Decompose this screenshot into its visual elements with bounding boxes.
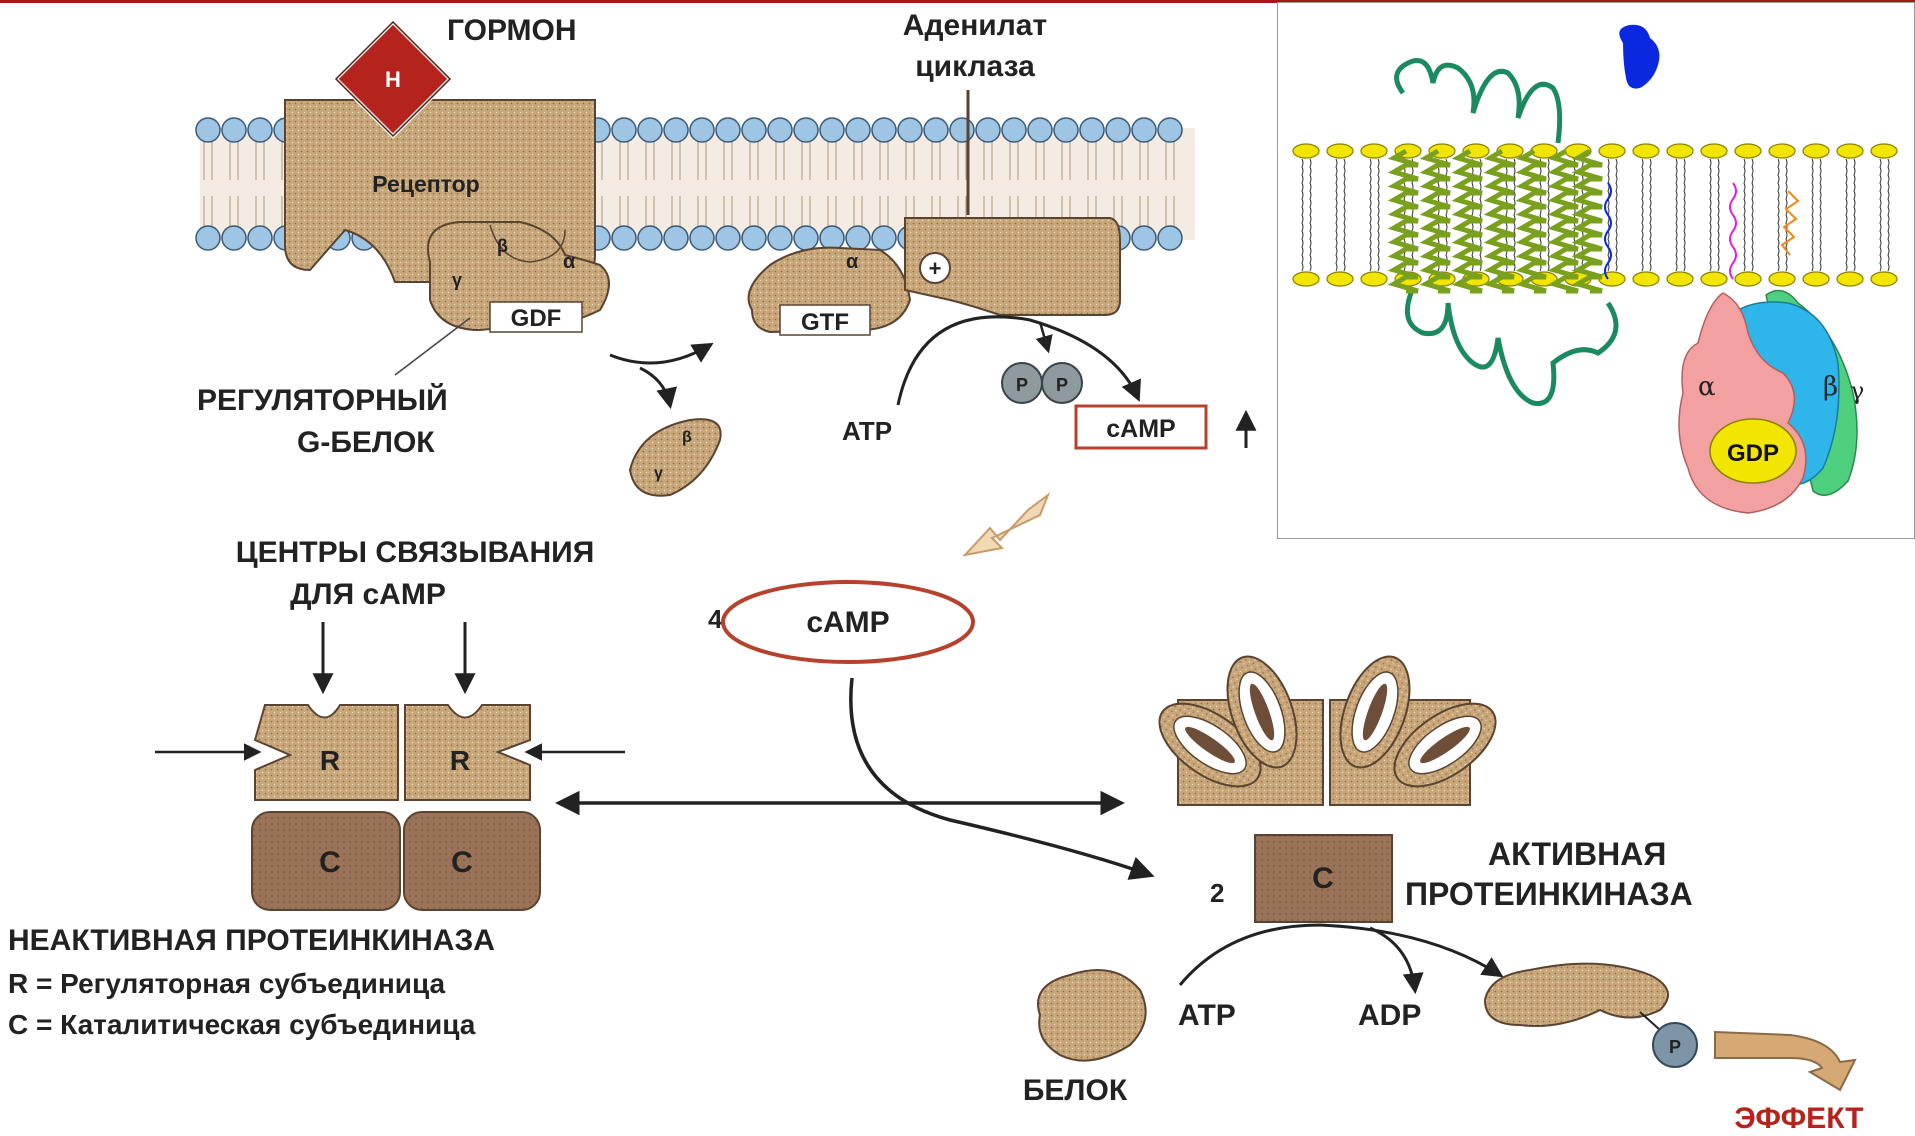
active-pk-label-1: АКТИВНАЯ <box>1488 836 1666 872</box>
gprotein-pointer-line <box>395 318 470 375</box>
c-label-left: C <box>319 846 341 879</box>
anchor-orange <box>1782 191 1798 255</box>
transmembrane-helices <box>1394 151 1602 291</box>
protein-label: БЕЛОК <box>1023 1074 1128 1107</box>
atp-bottom-label: ATP <box>1178 999 1236 1032</box>
atp-top-label: ATP <box>842 416 892 446</box>
anchor-magenta <box>1730 183 1736 279</box>
hormone-label: ГОРМОН <box>447 14 577 47</box>
camp-count: 4 <box>708 604 723 634</box>
gtf-label: GTF <box>801 309 849 336</box>
regulatory-protein-label-1: РЕГУЛЯТОРНЫЙ <box>197 383 448 417</box>
binding-centers-label-1: ЦЕНТРЫ СВЯЗЫВАНИЯ <box>236 536 595 569</box>
inset-beta-label: β <box>1823 372 1838 402</box>
r-label-left: R <box>320 745 340 776</box>
inset-alpha-label: α <box>1698 372 1716 402</box>
effect-arrow <box>1715 1032 1855 1090</box>
p-effect-label: P <box>1669 1037 1681 1057</box>
plus-sign: + <box>929 256 942 281</box>
r-label-right: R <box>450 745 470 776</box>
regulatory-dimer-with-camp <box>1145 647 1509 805</box>
extracellular-loops <box>1397 61 1560 144</box>
pyrophosphate: P P <box>1002 363 1082 403</box>
inactive-pk-label: НЕАКТИВНАЯ ПРОТЕИНКИНАЗА <box>8 924 495 957</box>
regulatory-protein-label-2: G-БЕЛОК <box>297 426 435 459</box>
p-label-2: P <box>1056 375 1068 395</box>
hollow-arrow <box>965 495 1048 555</box>
p-label-1: P <box>1016 375 1028 395</box>
substrate-protein <box>1038 970 1146 1061</box>
inset-gamma-label: γ <box>1850 377 1864 405</box>
adenylate-label-1: Аденилат <box>903 9 1047 42</box>
camp-activation-arrow <box>851 678 1150 875</box>
ligand <box>1619 25 1659 89</box>
legend-c: C = Каталитическая субъединица <box>8 1009 476 1040</box>
inactive-protein-kinase: R R C C <box>252 705 540 910</box>
gdf-label: GDF <box>511 305 562 332</box>
camp-oval-label: cAMP <box>806 606 889 639</box>
phosphorylation-arrow <box>1180 925 1500 985</box>
g-alpha-active: GTF α <box>749 248 910 336</box>
gdp-label: GDP <box>1727 440 1779 467</box>
beta-label: β <box>497 236 508 256</box>
receptor-label: Рецептор <box>372 171 479 197</box>
dissociation-arrow-right <box>610 345 710 363</box>
gpcr-inset-panel: GDP α β γ <box>1277 2 1915 539</box>
c-label-right: C <box>451 846 473 879</box>
gamma-free-label: γ <box>654 465 663 482</box>
c-count: 2 <box>1210 878 1224 908</box>
beta-gamma-subunit: β γ <box>630 419 721 496</box>
effect-label: ЭФФЕКТ <box>1734 1102 1863 1135</box>
c-active-label: C <box>1312 862 1334 895</box>
gamma-label: γ <box>452 270 462 290</box>
intracellular-loops <box>1407 288 1616 404</box>
phosphorylated-protein <box>1485 964 1668 1026</box>
active-pk-label-2: ПРОТЕИНКИНАЗА <box>1405 876 1693 912</box>
gpcr-inset-diagram: GDP α β γ <box>1278 3 1914 538</box>
alpha-label: α <box>563 251 576 273</box>
dissociation-arrow-down <box>640 368 670 405</box>
adenylate-label-2: циклаза <box>915 50 1035 83</box>
adp-label: ADP <box>1358 999 1421 1032</box>
beta-free-label: β <box>682 429 692 446</box>
alpha-active-label: α <box>846 251 859 273</box>
legend-r: R = Регуляторная субъединица <box>8 968 446 999</box>
anchor-blue <box>1605 183 1611 279</box>
camp-box-label: cAMP <box>1106 415 1175 443</box>
binding-centers-label-2: ДЛЯ cAMP <box>290 578 446 611</box>
hormone-symbol: Н <box>385 67 401 92</box>
